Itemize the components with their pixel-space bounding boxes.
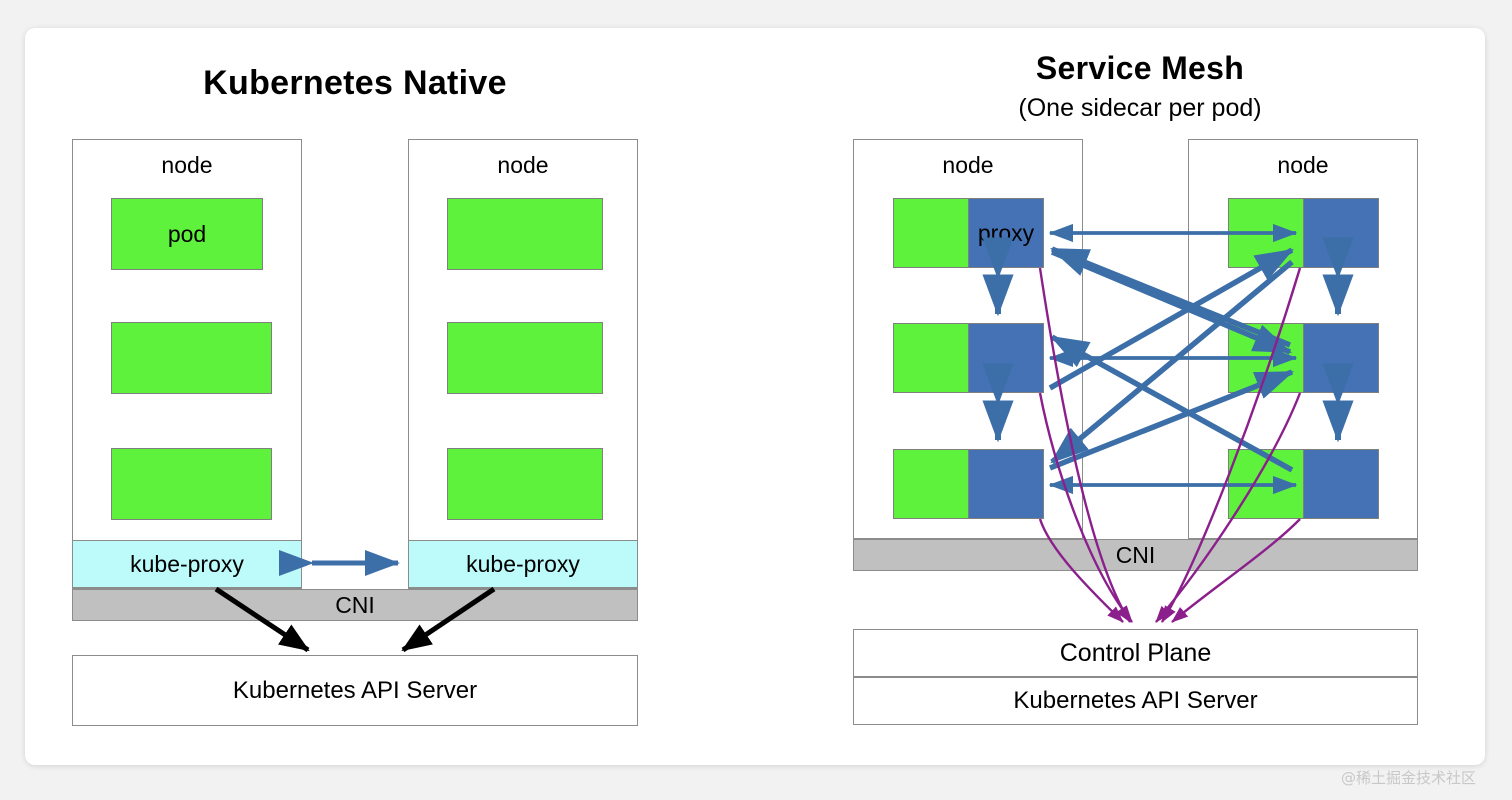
- right-api-server-label: Kubernetes API Server: [1013, 687, 1258, 714]
- left-node-1-pod-2: [111, 322, 272, 394]
- right-api-server-box: Kubernetes API Server: [853, 677, 1418, 725]
- mesh-node-1-sidecar-1: proxy: [968, 198, 1044, 268]
- left-node-1-pod-2-label: [112, 323, 271, 393]
- mesh-node-2-pod-3: [1228, 449, 1304, 519]
- mesh-node-1-label: node: [942, 152, 994, 178]
- left-cni-bar: CNI: [72, 589, 638, 621]
- page-subtitle-service-mesh: (One sidecar per pod): [1018, 94, 1262, 122]
- mesh-node-1-sidecar-2: [968, 323, 1044, 393]
- left-node-1-pod-1: pod: [111, 198, 263, 270]
- left-api-server-box: Kubernetes API Server: [72, 655, 638, 726]
- left-node-2-pod-2-label: [448, 323, 602, 393]
- mesh-node-2-sidecar-2: [1303, 323, 1379, 393]
- left-node-2-kube-proxy-label: kube-proxy: [466, 550, 580, 577]
- mesh-node-2-sidecar-3: [1303, 449, 1379, 519]
- mesh-node-2-label: node: [1277, 152, 1329, 178]
- left-node-1-kube-proxy-label: kube-proxy: [130, 550, 244, 577]
- mesh-node-1-sidecar-1-label: proxy: [977, 219, 1035, 246]
- page-title-service-mesh: Service Mesh: [1035, 50, 1245, 86]
- left-node-2-pod-2: [447, 322, 603, 394]
- left-node-2-label: node: [497, 152, 549, 178]
- left-node-2-kube-proxy: kube-proxy: [408, 540, 638, 588]
- mesh-node-1-pod-3: [893, 449, 969, 519]
- mesh-node-1-pod-2: [893, 323, 969, 393]
- left-node-2-pod-1-label: [448, 199, 602, 269]
- control-plane-label: Control Plane: [1059, 638, 1212, 667]
- right-cni-bar: CNI: [853, 539, 1418, 571]
- left-node-1-label: node: [161, 152, 213, 178]
- left-cni-label: CNI: [335, 591, 375, 618]
- watermark: @稀土掘金技术社区: [1340, 769, 1476, 787]
- mesh-node-1-sidecar-3: [968, 449, 1044, 519]
- right-cni-label: CNI: [1115, 541, 1156, 568]
- left-node-2-pod-1: [447, 198, 603, 270]
- control-plane-box: Control Plane: [853, 629, 1418, 677]
- mesh-node-1-pod-1: [893, 198, 969, 268]
- left-api-server-label: Kubernetes API Server: [232, 676, 478, 704]
- left-node-1-pod-3-label: [112, 449, 271, 519]
- page-title-kubernetes-native: Kubernetes Native: [203, 64, 507, 102]
- left-node-1-pod-1-label: pod: [167, 220, 207, 247]
- left-node-1-kube-proxy: kube-proxy: [72, 540, 302, 588]
- left-node-1-pod-3: [111, 448, 272, 520]
- mesh-node-2-pod-2: [1228, 323, 1304, 393]
- mesh-node-2-sidecar-1: [1303, 198, 1379, 268]
- left-node-2-pod-3: [447, 448, 603, 520]
- mesh-node-2-pod-1: [1228, 198, 1304, 268]
- left-node-2-pod-3-label: [448, 449, 602, 519]
